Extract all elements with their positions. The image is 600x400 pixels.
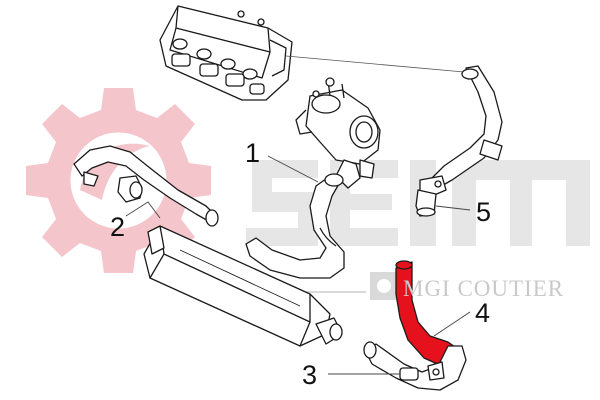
leader-1 (267, 155, 319, 183)
pipe-part-2 (73, 145, 219, 227)
intake-manifold (159, 5, 293, 101)
callout-leaders (125, 155, 471, 375)
leader-4 (433, 311, 471, 337)
leader-manifold (285, 55, 465, 73)
leader-5 (435, 205, 471, 211)
intercooler (143, 225, 343, 347)
pipe-part-5 (415, 65, 503, 217)
callout-4: 4 (475, 298, 491, 328)
leader-2 (125, 201, 161, 219)
callout-1: 1 (245, 138, 261, 168)
pipe-part-1 (245, 173, 345, 279)
callout-5: 5 (476, 197, 492, 227)
callout-2: 2 (110, 212, 126, 242)
pipe-part-3 (363, 341, 467, 391)
egr-valve-assembly (295, 77, 381, 189)
callout-3: 3 (302, 360, 318, 390)
brand-tagline: MGI COUTIER (403, 276, 565, 301)
brand-tagline-badge (248, 272, 398, 300)
